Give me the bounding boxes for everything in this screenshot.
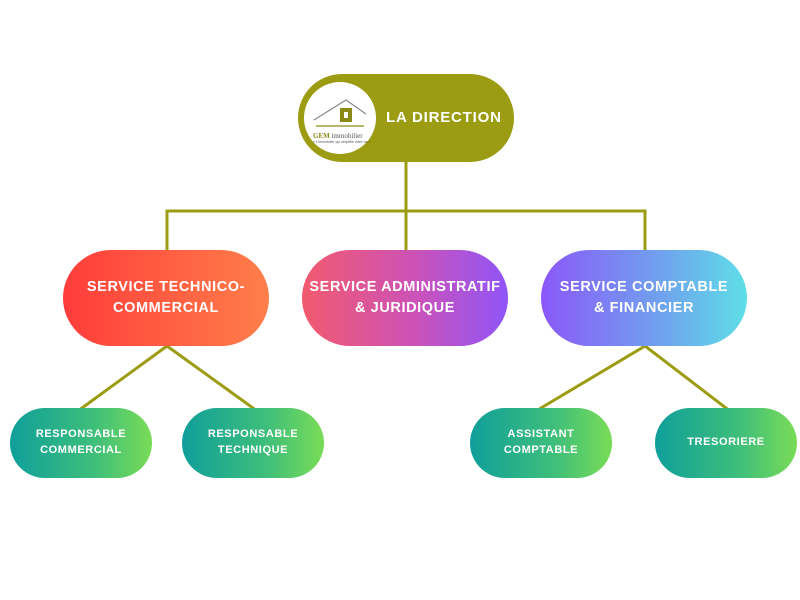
company-logo: GEM immobilier « L'immobilier qui simpli… <box>304 82 376 154</box>
logo-brand-text: GEM immobilier <box>313 132 363 140</box>
node-label: SERVICE COMPTABLE & FINANCIER <box>559 278 729 316</box>
connector-to-tresoriere <box>642 343 729 411</box>
node-label: RESPONSABLE TECHNIQUE <box>207 428 299 456</box>
connector-to-responsable-technique <box>164 343 256 411</box>
node-label: TRESORIERE <box>687 436 765 449</box>
node-la-direction: GEM immobilier « L'immobilier qui simpli… <box>298 74 514 162</box>
connector-to-assistant-comptable <box>538 343 648 411</box>
house-logo-icon <box>313 99 367 127</box>
node-service-comptable-financier: SERVICE COMPTABLE & FINANCIER <box>541 250 747 346</box>
node-service-administratif-juridique: SERVICE ADMINISTRATIF & JURIDIQUE <box>302 250 508 346</box>
node-label: SERVICE TECHNICO- COMMERCIAL <box>86 278 246 316</box>
node-responsable-technique: RESPONSABLE TECHNIQUE <box>182 408 324 478</box>
node-assistant-comptable: ASSISTANT COMPTABLE <box>470 408 612 478</box>
logo-tagline: « L'immobilier qui simplifie votre vie » <box>313 140 371 144</box>
node-tresoriere: TRESORIERE <box>655 408 797 478</box>
node-label: SERVICE ADMINISTRATIF & JURIDIQUE <box>309 278 501 316</box>
node-label: LA DIRECTION <box>386 109 502 127</box>
node-label: RESPONSABLE COMMERCIAL <box>35 428 127 456</box>
connector-to-responsable-commercial <box>79 343 170 411</box>
node-responsable-commercial: RESPONSABLE COMMERCIAL <box>10 408 152 478</box>
node-service-technico-commercial: SERVICE TECHNICO- COMMERCIAL <box>63 250 269 346</box>
node-label: ASSISTANT COMPTABLE <box>503 428 579 456</box>
